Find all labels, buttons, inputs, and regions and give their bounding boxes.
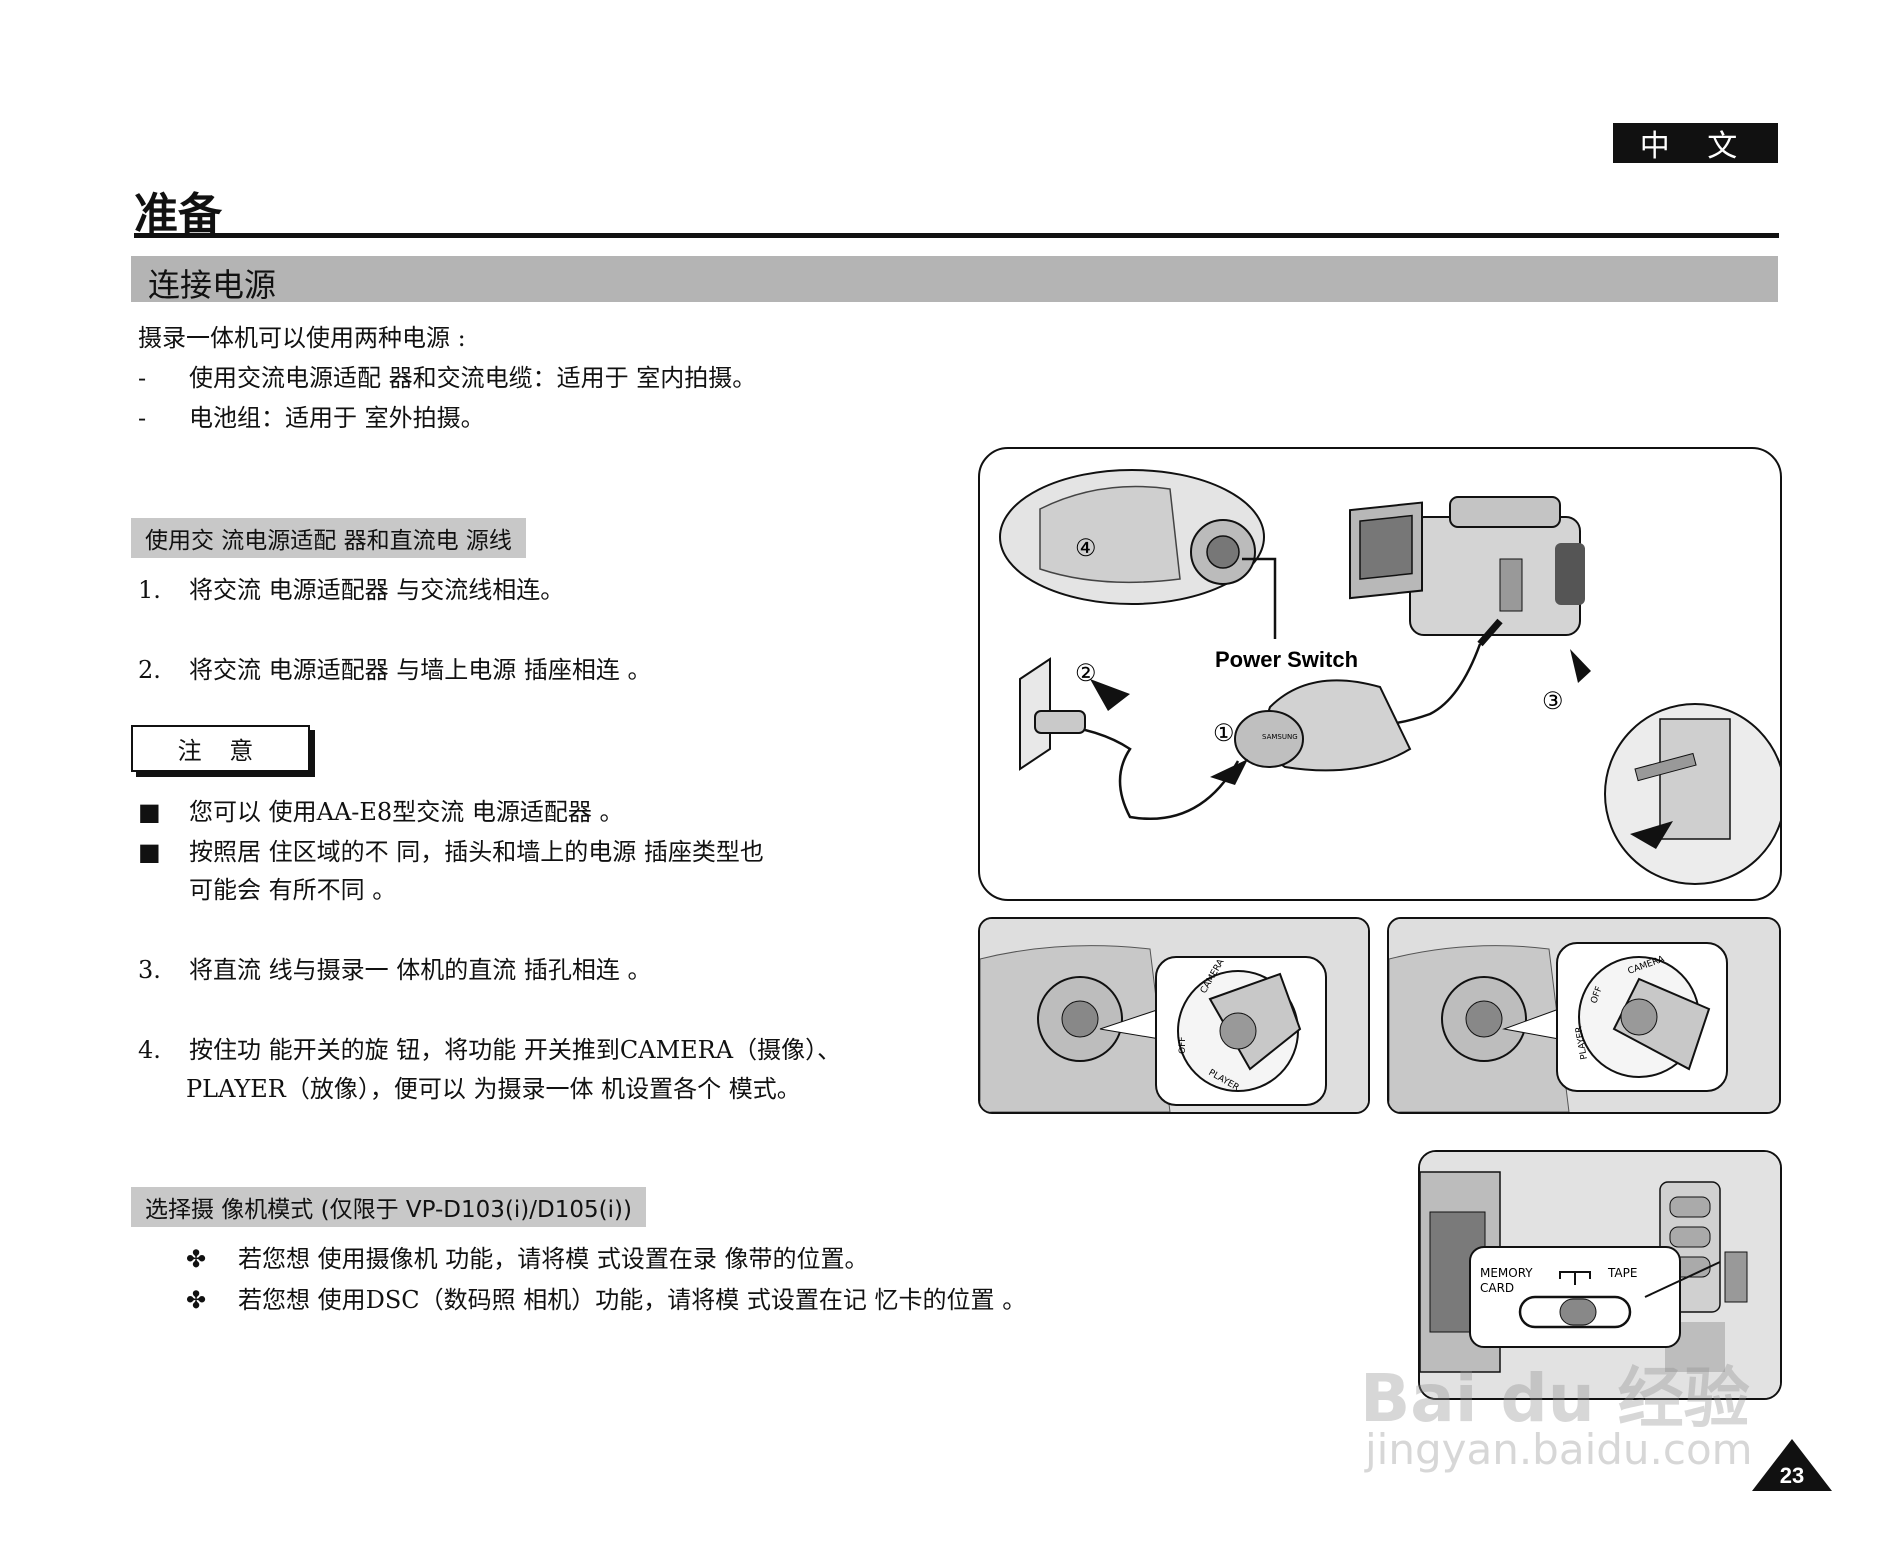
dial-camera-illustration: CAMERA OFF PLAYER <box>978 917 1370 1114</box>
mode-dial-diagram: CAMERA OFF PLAYER <box>980 919 1368 1112</box>
page-title: 准备 <box>134 189 222 240</box>
callout-2: ② <box>1075 659 1097 687</box>
dial-player-illustration: CAMERA OFF PLAYER <box>1387 917 1781 1114</box>
ac-power-cord <box>1049 722 1240 821</box>
tape-label: TAPE <box>1607 1266 1637 1280</box>
arrow-icon <box>1090 679 1130 711</box>
mode-bullet: ✤ <box>186 1286 207 1314</box>
step-4-line-1: 按住功 能开关的旋 钮，将功能 开关推到CAMERA（摄像）、 <box>189 1036 842 1064</box>
mode-dial-diagram: CAMERA OFF PLAYER <box>1389 919 1779 1112</box>
arrow-icon <box>1570 649 1591 683</box>
callout-4: ④ <box>1075 534 1097 562</box>
page-number-badge: 23 <box>1750 1437 1834 1493</box>
dial-label-off: OFF <box>1178 1037 1188 1054</box>
wall-outlet-icon <box>1019 657 1086 771</box>
note-item-1: 您可以 使用AA-E8型交流 电源适配器 。 <box>189 798 624 826</box>
memory-card-label-line-2: CARD <box>1480 1281 1514 1295</box>
step-number: 2. <box>138 656 161 684</box>
intro-item-1: 使用交流电源适配 器和交流电缆：适用于 室内拍摄。 <box>189 364 757 392</box>
memory-tape-switch-illustration: MEMORY CARD TAPE <box>1418 1150 1782 1400</box>
step-number: 3. <box>138 956 161 984</box>
mode-switch-diagram: MEMORY CARD TAPE <box>1420 1152 1780 1398</box>
watermark-logo: Bai du 经验 <box>1360 1360 1750 1437</box>
adapter-brand-text: SAMSUNG <box>1262 733 1298 741</box>
step-number: 1. <box>138 576 161 604</box>
mode-item-1: 若您想 使用摄像机 功能，请将模 式设置在录 像带的位置。 <box>238 1245 869 1273</box>
ac-adapter-icon: SAMSUNG <box>1234 679 1412 772</box>
intro-item-marker: - <box>138 404 147 432</box>
memory-card-label: MEMORY <box>1480 1266 1533 1280</box>
callout-1: ① <box>1213 719 1235 747</box>
note-label: 注 意 <box>131 725 310 772</box>
subsection-camera-mode-title: 选择摄 像机模式 (仅限于 VP-D103(i)/D105(i)) <box>131 1187 646 1227</box>
mode-item-2: 若您想 使用DSC（数码照 相机）功能，请将模 式设置在记 忆卡的位置 。 <box>238 1286 1027 1314</box>
intro-line: 摄录一体机可以使用两种电源 : <box>138 324 466 352</box>
subsection-ac-adapter-title: 使用交 流电源适配 器和直流电 源线 <box>131 518 526 558</box>
section-title: 连接电源 <box>148 266 277 304</box>
connection-diagram: SAMSUNG ④ ② ① ③ Power Switch <box>999 469 1780 885</box>
callout-3: ③ <box>1542 687 1564 715</box>
section-bar <box>131 256 1778 302</box>
step-number: 4. <box>138 1036 161 1064</box>
note-item-2-line-1: 按照居 住区域的不 同，插头和墙上的电源 插座类型也 <box>189 838 764 866</box>
title-rule <box>134 233 1779 238</box>
arrow-icon <box>1630 821 1673 849</box>
power-switch-leader-line <box>1242 557 1277 639</box>
power-switch-label: Power Switch <box>1215 647 1358 672</box>
watermark-url: jingyan.baidu.com <box>1365 1425 1753 1474</box>
camcorder-icon <box>1349 496 1585 636</box>
step-3-text: 将直流 线与摄录一 体机的直流 插孔相连 。 <box>189 956 652 984</box>
note-bullet: ■ <box>138 838 161 866</box>
page-number: 23 <box>1780 1463 1804 1488</box>
arrow-icon <box>1210 759 1248 785</box>
ac-adapter-connection-illustration: SAMSUNG ④ ② ① ③ Power Switch <box>978 447 1782 901</box>
note-item-2-line-2: 可能会 有所不同 。 <box>189 876 397 904</box>
language-badge: 中 文 <box>1613 123 1778 164</box>
mode-bullet: ✤ <box>186 1245 207 1273</box>
step-4-line-2: PLAYER（放像），便可以 为摄录一体 机设置各个 模式。 <box>186 1075 801 1103</box>
note-bullet: ■ <box>138 798 161 826</box>
step-2-text: 将交流 电源适配器 与墙上电源 插座相连 。 <box>189 656 652 684</box>
intro-item-2: 电池组：适用于 室外拍摄。 <box>189 404 485 432</box>
intro-item-marker: - <box>138 364 147 392</box>
step-1-text: 将交流 电源适配器 与交流线相连。 <box>189 576 565 604</box>
